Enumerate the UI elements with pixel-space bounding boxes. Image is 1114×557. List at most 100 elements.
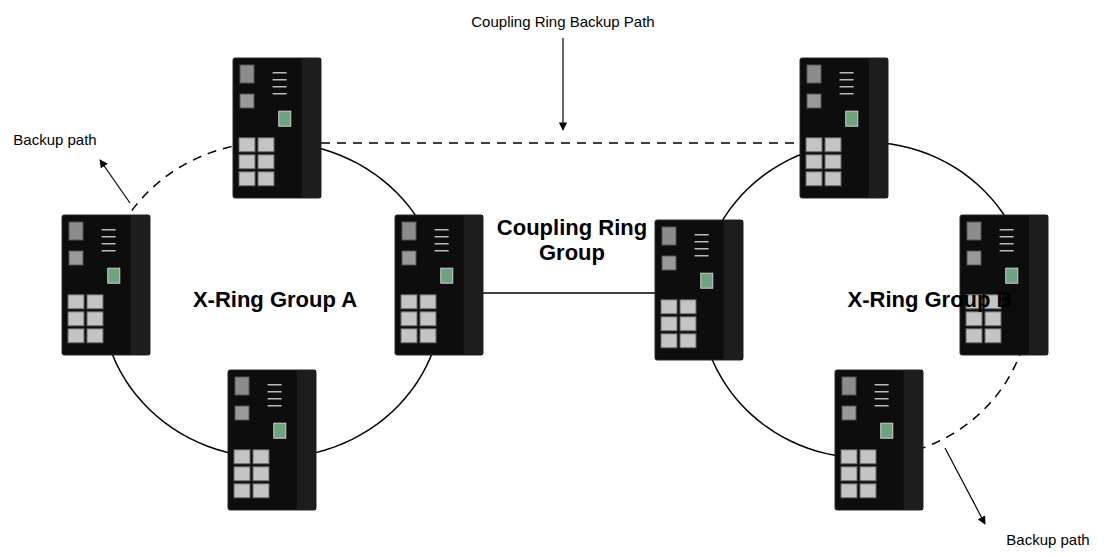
led-mark xyxy=(268,398,282,400)
industrial-switch xyxy=(62,215,150,355)
console-port xyxy=(240,94,254,108)
ethernet-port xyxy=(860,467,876,481)
led-mark xyxy=(435,236,449,238)
leader-arrow xyxy=(562,38,563,130)
industrial-switch xyxy=(395,215,483,355)
power-connector xyxy=(402,222,416,240)
ethernet-port xyxy=(825,172,841,186)
industrial-switch xyxy=(228,370,316,510)
switch-side xyxy=(302,58,321,198)
led-mark xyxy=(695,255,709,257)
ethernet-port xyxy=(401,295,417,309)
led-mark xyxy=(875,405,889,407)
console-port xyxy=(807,94,821,108)
leader-arrow xyxy=(945,448,985,524)
path-label: Backup path xyxy=(1006,531,1089,548)
led-mark xyxy=(435,229,449,231)
ethernet-port xyxy=(87,295,103,309)
ethernet-port xyxy=(860,484,876,498)
led-mark xyxy=(840,79,854,81)
power-connector xyxy=(807,65,821,83)
ethernet-port xyxy=(661,317,677,331)
ethernet-port xyxy=(661,300,677,314)
console-port xyxy=(235,406,249,420)
switch-side xyxy=(1029,215,1048,355)
led-mark xyxy=(268,391,282,393)
led-mark xyxy=(102,236,116,238)
led-mark xyxy=(1000,250,1014,252)
ethernet-port xyxy=(258,155,274,169)
led-mark xyxy=(102,243,116,245)
switch-side xyxy=(131,215,150,355)
console-port xyxy=(662,256,676,270)
led-mark xyxy=(875,384,889,386)
led-mark xyxy=(273,79,287,81)
ethernet-port xyxy=(239,138,255,152)
led-mark xyxy=(695,248,709,250)
switch-body xyxy=(62,215,150,355)
console-port xyxy=(69,251,83,265)
ethernet-port xyxy=(825,155,841,169)
ethernet-port xyxy=(258,138,274,152)
console-port xyxy=(967,251,981,265)
switch-side xyxy=(724,220,743,360)
ethernet-port xyxy=(234,450,250,464)
ethernet-port xyxy=(806,172,822,186)
switch-body xyxy=(233,58,321,198)
ethernet-port xyxy=(234,484,250,498)
dip-switch xyxy=(1006,268,1018,283)
coupling-link xyxy=(483,292,655,294)
switch-body xyxy=(960,215,1048,355)
ethernet-port xyxy=(420,295,436,309)
ethernet-port xyxy=(401,329,417,343)
group-title: Coupling Ring Group xyxy=(480,215,665,266)
switch-body xyxy=(655,220,743,360)
ethernet-port xyxy=(841,450,857,464)
ethernet-port xyxy=(661,334,677,348)
switch-body xyxy=(800,58,888,198)
ethernet-port xyxy=(253,467,269,481)
power-connector xyxy=(240,65,254,83)
switch-body xyxy=(228,370,316,510)
led-mark xyxy=(102,229,116,231)
led-mark xyxy=(273,72,287,74)
ethernet-port xyxy=(841,484,857,498)
ethernet-port xyxy=(966,329,982,343)
led-mark xyxy=(435,250,449,252)
dip-switch xyxy=(108,268,120,283)
led-mark xyxy=(875,391,889,393)
ethernet-port xyxy=(680,334,696,348)
switch-body xyxy=(395,215,483,355)
dip-switch xyxy=(441,268,453,283)
ethernet-port xyxy=(253,484,269,498)
led-mark xyxy=(695,241,709,243)
led-mark xyxy=(875,398,889,400)
switch-side xyxy=(869,58,888,198)
switch-side xyxy=(464,215,483,355)
ethernet-port xyxy=(87,312,103,326)
led-mark xyxy=(1000,236,1014,238)
ethernet-port xyxy=(860,450,876,464)
ethernet-port xyxy=(985,312,1001,326)
led-mark xyxy=(840,86,854,88)
dip-switch xyxy=(846,111,858,126)
led-mark xyxy=(273,86,287,88)
industrial-switch xyxy=(800,58,888,198)
power-connector xyxy=(842,377,856,395)
ethernet-port xyxy=(420,312,436,326)
industrial-switch xyxy=(655,220,743,360)
ethernet-port xyxy=(68,295,84,309)
switch-body xyxy=(835,370,923,510)
path-label: Backup path xyxy=(13,131,96,148)
ethernet-port xyxy=(253,450,269,464)
ethernet-port xyxy=(239,172,255,186)
ethernet-port xyxy=(68,329,84,343)
console-port xyxy=(842,406,856,420)
ethernet-port xyxy=(401,312,417,326)
ethernet-port xyxy=(825,138,841,152)
ethernet-port xyxy=(68,312,84,326)
power-connector xyxy=(662,227,676,245)
group-title: X-Ring Group A xyxy=(193,287,357,312)
led-mark xyxy=(840,72,854,74)
